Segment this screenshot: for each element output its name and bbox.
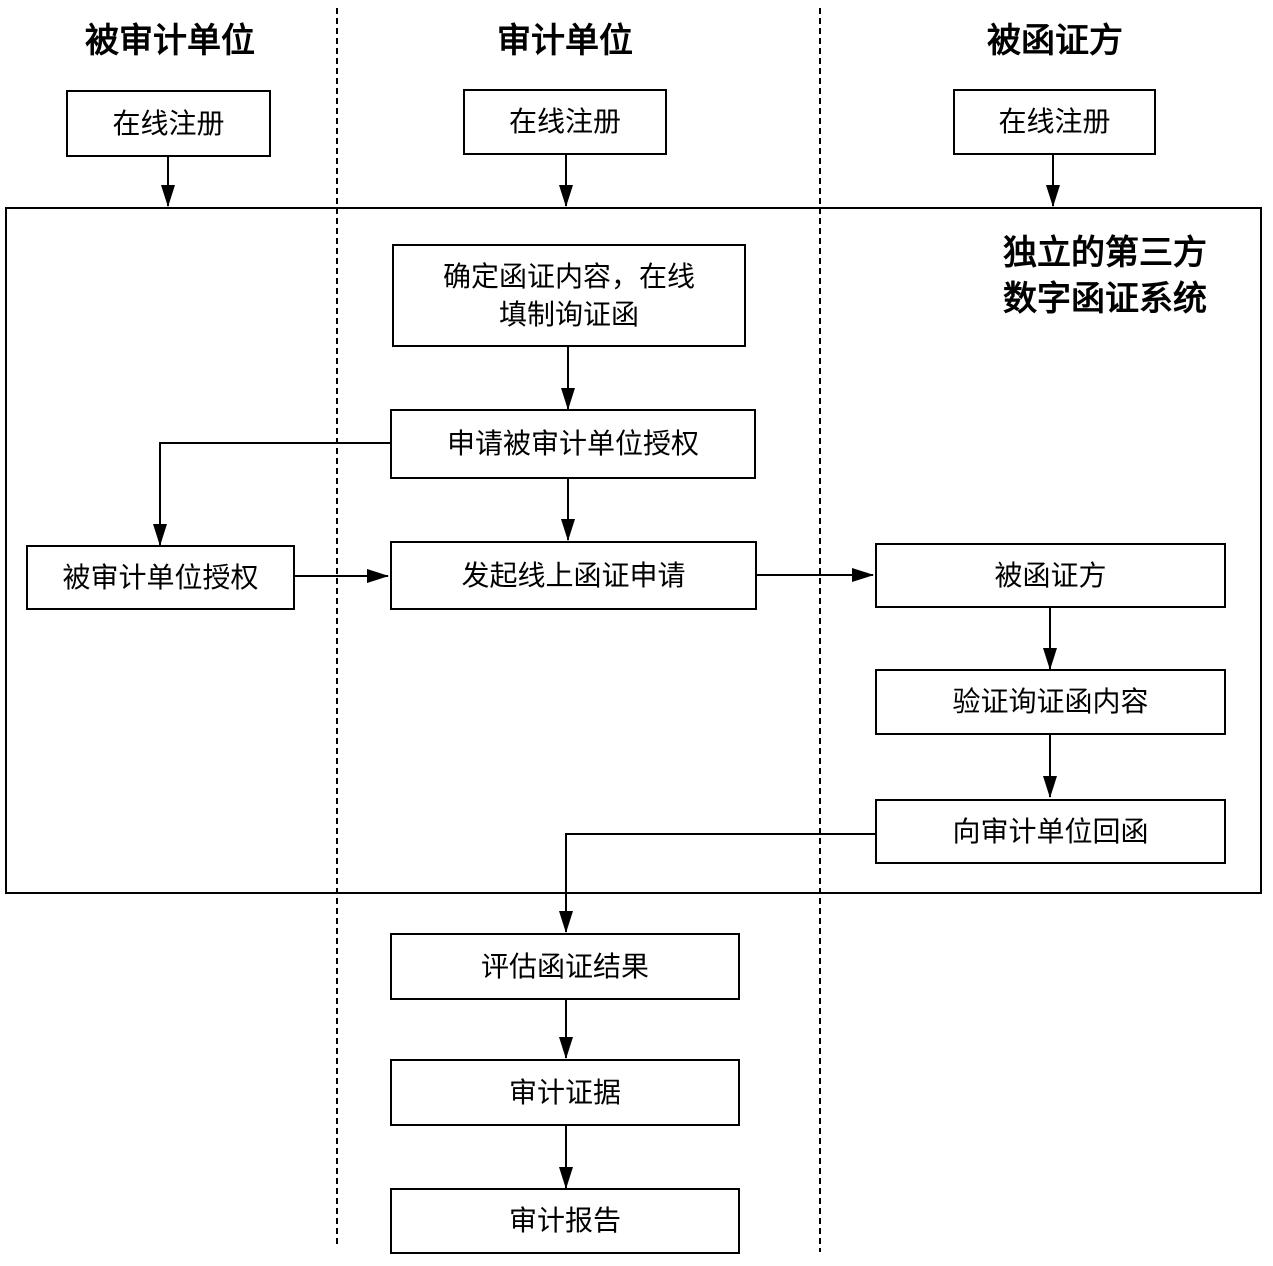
node-determine-content-line1: 确定函证内容，在线	[442, 259, 695, 293]
node-determine-content: 确定函证内容，在线 填制询证函	[392, 244, 746, 347]
node-confirmer: 被函证方	[875, 543, 1226, 608]
node-request-authorization: 申请被审计单位授权	[390, 409, 756, 479]
system-label-line1: 独立的第三方	[1003, 233, 1207, 273]
lane-title-audited: 被审计单位	[85, 21, 255, 61]
system-boundary	[5, 207, 1262, 894]
lane-title-confirmer: 被函证方	[987, 21, 1123, 61]
arrow-reply-to-evaluate	[559, 833, 876, 933]
arrow-request-to-authorization	[153, 442, 390, 546]
node-determine-content-line2: 填制询证函	[498, 297, 639, 331]
node-audit-report: 审计报告	[390, 1188, 740, 1254]
node-audit-evidence: 审计证据	[390, 1059, 740, 1126]
node-audited-authorization: 被审计单位授权	[26, 545, 295, 610]
node-verify-content: 验证询证函内容	[875, 669, 1226, 735]
node-initiate-request: 发起线上函证申请	[390, 541, 757, 610]
node-register-auditor: 在线注册	[463, 89, 667, 155]
node-reply-auditor: 向审计单位回函	[875, 799, 1226, 864]
node-register-audited: 在线注册	[66, 90, 271, 157]
lane-title-auditor: 审计单位	[497, 21, 633, 61]
node-register-confirmer: 在线注册	[953, 89, 1156, 155]
system-label-line2: 数字函证系统	[1003, 279, 1207, 319]
node-evaluate-results: 评估函证结果	[390, 933, 740, 1000]
system-label: 独立的第三方 数字函证系统	[960, 230, 1250, 322]
